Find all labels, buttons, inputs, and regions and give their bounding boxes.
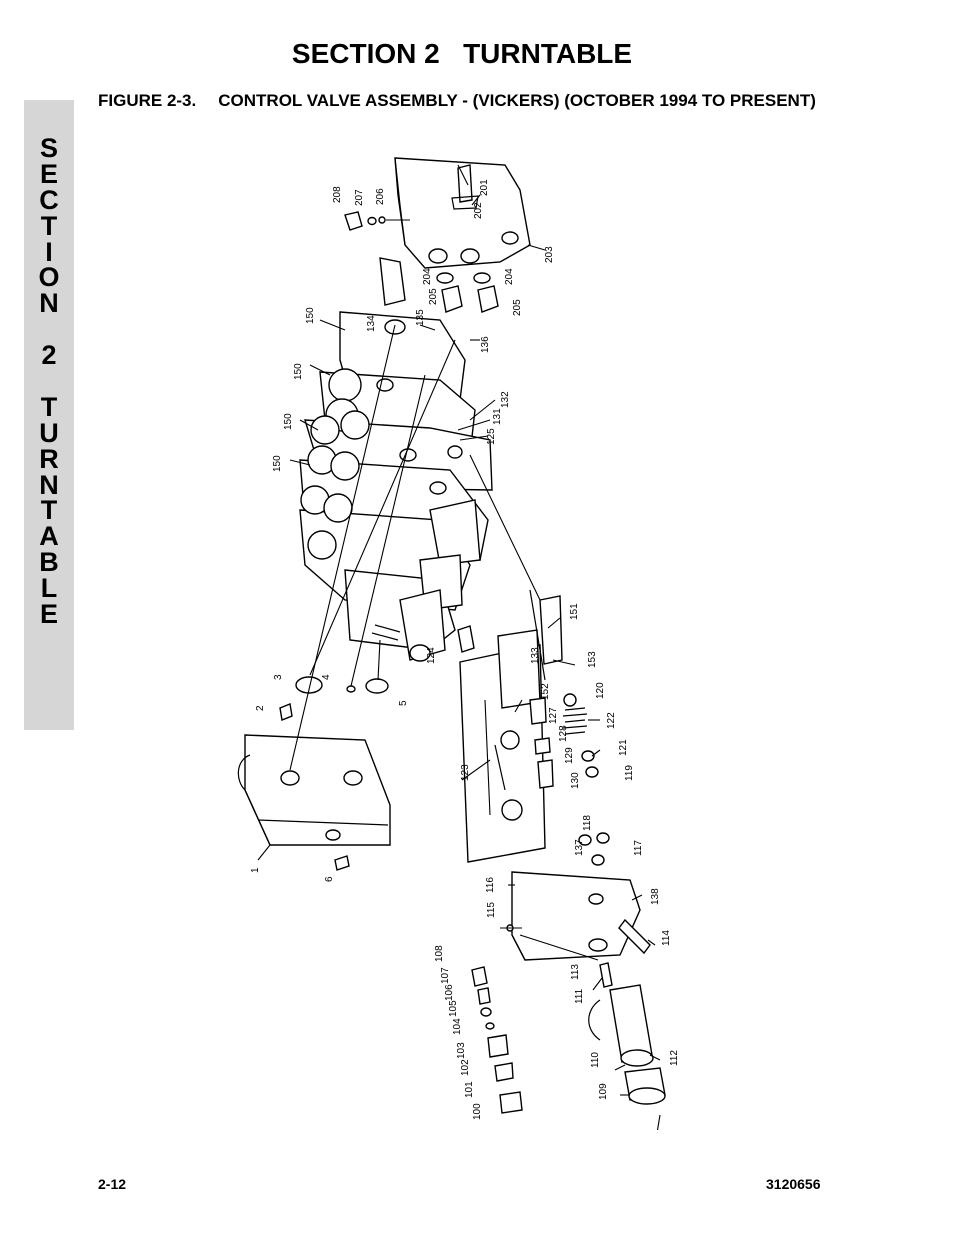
figure-caption: FIGURE 2-3. CONTROL VALVE ASSEMBLY - (VIC… (98, 90, 818, 112)
callout-112: 112 (669, 1050, 680, 1066)
page-number: 2-12 (98, 1176, 127, 1192)
callout-153: 153 (587, 651, 598, 668)
callout-150-a: 150 (305, 307, 316, 324)
callout-138: 138 (650, 888, 661, 905)
callout-121: 121 (618, 739, 629, 756)
callout-152: 152 (540, 683, 551, 700)
callout-1: 1 (250, 867, 261, 873)
callout-136: 136 (480, 336, 491, 353)
callout-203: 203 (544, 246, 555, 263)
figure-number: FIGURE 2-3. (98, 91, 197, 110)
callout-5: 5 (398, 700, 409, 706)
side-tab-letter: R (39, 443, 59, 474)
callout-labels: 208 207 206 201 202 203 204 204 205 205 … (250, 179, 680, 1120)
side-tab-letter: 2 (41, 340, 57, 371)
callout-120: 120 (595, 682, 606, 699)
callout-113: 113 (570, 964, 581, 980)
document-number: 3120656 (766, 1176, 821, 1192)
valve-body-stack (299, 257, 493, 662)
callout-132: 132 (500, 391, 511, 408)
callout-204-a: 204 (422, 268, 433, 285)
side-tab-letter: A (39, 521, 59, 552)
callout-131: 131 (492, 408, 503, 425)
section-side-tab: S E C T I O N 2 T U R N T A B L E (24, 100, 74, 730)
end-plate-part-1 (237, 676, 391, 871)
figure-caption-text: CONTROL VALVE ASSEMBLY - (VICKERS) (OCTO… (218, 91, 816, 110)
callout-128: 128 (558, 725, 569, 742)
callout-107: 107 (440, 967, 451, 984)
callout-100: 100 (472, 1103, 483, 1120)
callout-115: 115 (486, 902, 497, 918)
callout-122: 122 (606, 712, 617, 729)
callout-150-d: 150 (272, 455, 283, 472)
callout-207: 207 (354, 189, 365, 206)
callout-6: 6 (324, 876, 335, 882)
callout-124: 124 (426, 647, 437, 664)
callout-205-b: 205 (512, 299, 523, 316)
section-title: SECTION 2 TURNTABLE (291, 38, 633, 69)
side-tab-letter: E (39, 599, 58, 630)
callout-116: 116 (485, 877, 496, 893)
callout-201: 201 (479, 179, 490, 196)
callout-123: 123 (460, 764, 471, 781)
callout-202: 202 (473, 202, 484, 219)
callout-133: 133 (530, 647, 541, 664)
callout-135: 135 (415, 309, 426, 326)
callout-134: 134 (366, 315, 377, 332)
callout-125: 125 (486, 428, 497, 445)
exploded-parts-diagram: 208 207 206 201 202 203 204 204 205 205 … (237, 157, 680, 1130)
side-tab-letter: L (40, 573, 58, 604)
callout-205-a: 205 (428, 288, 439, 305)
leader-lines (257, 164, 661, 1130)
callout-109: 109 (598, 1083, 609, 1100)
valve-end-cap-part (394, 157, 531, 269)
side-tab-letter: I (45, 236, 53, 267)
callout-129: 129 (564, 747, 575, 764)
callout-103: 103 (456, 1042, 467, 1059)
callout-150-c: 150 (283, 413, 294, 430)
callout-151: 151 (569, 603, 580, 620)
callout-206: 206 (375, 188, 386, 205)
callout-108: 108 (434, 945, 445, 962)
side-tab-letters: S E C T I O N 2 T U R N T A B L E (24, 133, 74, 630)
callout-137: 137 (574, 839, 585, 856)
side-tab-letter: N (39, 469, 59, 500)
callout-114: 114 (661, 930, 672, 946)
callout-111: 111 (574, 988, 585, 1004)
plug-207-208-part (344, 211, 410, 231)
side-tab-letter: N (39, 288, 59, 319)
side-tab-letter: O (38, 262, 60, 293)
callout-208: 208 (332, 186, 343, 203)
callout-106: 106 (444, 984, 455, 1001)
callout-130: 130 (570, 772, 581, 789)
callout-2: 2 (255, 705, 266, 711)
side-tab-letter: S (39, 133, 58, 163)
callout-104: 104 (452, 1018, 463, 1035)
callout-4: 4 (321, 674, 332, 680)
callout-204-b: 204 (504, 268, 515, 285)
side-tab-letter: T (40, 391, 58, 422)
solenoid-valve-block (506, 832, 651, 961)
spool-assembly-parts (459, 589, 599, 863)
callout-150-b: 150 (293, 363, 304, 380)
callout-127: 127 (548, 707, 559, 724)
callout-101: 101 (464, 1081, 475, 1098)
side-tab-letter: E (39, 158, 58, 189)
fitting-204-205-parts (436, 272, 499, 313)
callout-102: 102 (460, 1059, 471, 1076)
side-tab-letter: B (39, 547, 59, 578)
callout-105: 105 (448, 1000, 459, 1017)
side-tab-letter: T (40, 210, 58, 241)
callout-3: 3 (273, 674, 284, 680)
side-tab-letter: T (40, 495, 58, 526)
callout-118: 118 (582, 815, 593, 831)
solenoid-cartridge-parts (471, 962, 666, 1114)
side-tab-letter: C (39, 184, 59, 215)
callout-117: 117 (633, 840, 644, 856)
callout-119: 119 (624, 765, 635, 781)
callout-110: 110 (590, 1052, 601, 1068)
side-tab-letter: U (39, 417, 59, 448)
